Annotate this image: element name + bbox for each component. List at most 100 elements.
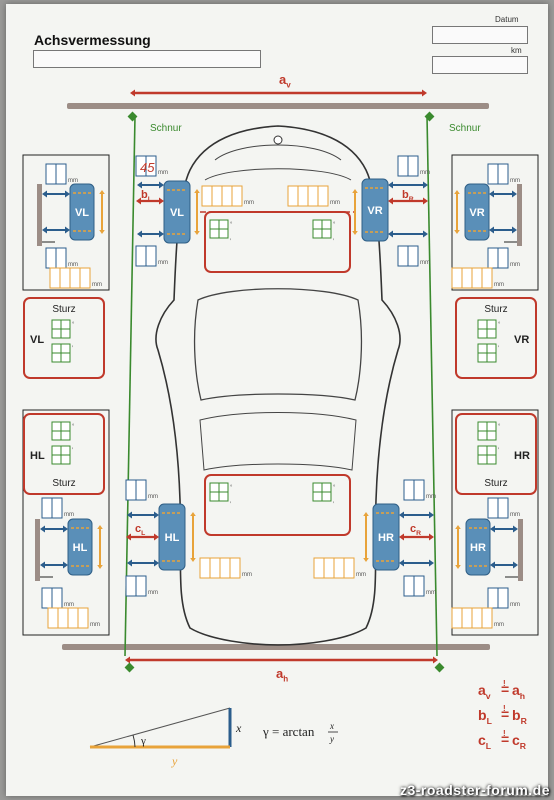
name-field[interactable] xyxy=(33,50,261,68)
vl-toe-box[interactable] xyxy=(231,185,243,207)
km-field[interactable] xyxy=(432,56,528,74)
side-box[interactable] xyxy=(55,163,67,185)
hl-toe-box[interactable] xyxy=(229,557,241,579)
hr-rear-box[interactable] xyxy=(403,575,415,597)
vl-rear-box[interactable] xyxy=(135,245,147,267)
hr-toe-box[interactable] xyxy=(343,557,355,579)
vl-toe-box[interactable] xyxy=(211,185,223,207)
side-box[interactable] xyxy=(471,267,483,289)
side-box[interactable] xyxy=(497,587,509,609)
hr-front-box[interactable] xyxy=(403,479,415,501)
side-box[interactable] xyxy=(487,497,499,519)
sturz-vr-min-box[interactable] xyxy=(486,343,497,354)
side-box[interactable] xyxy=(481,267,493,289)
sturz-hr-min-box[interactable] xyxy=(477,445,488,456)
sturz-vl-min-box[interactable] xyxy=(60,343,71,354)
rear-toe-right-box[interactable] xyxy=(312,491,323,502)
sturz-hr-min-box[interactable] xyxy=(486,445,497,456)
hl-rear-box[interactable] xyxy=(135,575,147,597)
vl-toe-box[interactable] xyxy=(201,185,213,207)
side-box[interactable] xyxy=(487,163,499,185)
side-box[interactable] xyxy=(47,607,59,629)
sturz-vr-deg-box[interactable] xyxy=(477,319,488,330)
hl-front-box[interactable] xyxy=(125,479,137,501)
hr-rear-box[interactable] xyxy=(413,575,425,597)
datum-field[interactable] xyxy=(432,26,528,44)
side-box[interactable] xyxy=(79,267,91,289)
sturz-vl-deg-box[interactable] xyxy=(51,319,62,330)
side-box[interactable] xyxy=(497,247,509,269)
sturz-hl-min-box[interactable] xyxy=(51,445,62,456)
rear-toe-right-box[interactable] xyxy=(321,491,332,502)
sturz-hl-min-box[interactable] xyxy=(51,454,62,465)
sturz-hr-deg-box[interactable] xyxy=(486,421,497,432)
front-toe-right-box[interactable] xyxy=(321,219,332,230)
side-box[interactable] xyxy=(497,163,509,185)
side-box[interactable] xyxy=(451,267,463,289)
side-box[interactable] xyxy=(41,497,53,519)
side-box[interactable] xyxy=(45,247,57,269)
side-box[interactable] xyxy=(45,163,57,185)
sturz-hl-deg-box[interactable] xyxy=(51,430,62,441)
vr-toe-box[interactable] xyxy=(317,185,329,207)
hl-toe-box[interactable] xyxy=(219,557,231,579)
sturz-vl-min-box[interactable] xyxy=(60,352,71,363)
vr-rear-box[interactable] xyxy=(397,245,409,267)
side-box[interactable] xyxy=(55,247,67,269)
sturz-hl-deg-box[interactable] xyxy=(51,421,62,432)
sturz-vr-deg-box[interactable] xyxy=(486,319,497,330)
side-box[interactable] xyxy=(51,497,63,519)
rear-toe-left-box[interactable] xyxy=(209,491,220,502)
rear-toe-left-box[interactable] xyxy=(218,491,229,502)
hl-front-box[interactable] xyxy=(135,479,147,501)
side-box[interactable] xyxy=(67,607,79,629)
sturz-hl-min-box[interactable] xyxy=(60,445,71,456)
vl-toe-box[interactable] xyxy=(221,185,233,207)
sturz-hl-deg-box[interactable] xyxy=(60,421,71,432)
front-toe-left-box[interactable] xyxy=(218,228,229,239)
vr-front-box[interactable] xyxy=(407,155,419,177)
sturz-vr-min-box[interactable] xyxy=(477,343,488,354)
side-box[interactable] xyxy=(49,267,61,289)
hl-rear-box[interactable] xyxy=(125,575,137,597)
sturz-vr-deg-box[interactable] xyxy=(486,328,497,339)
hl-toe-box[interactable] xyxy=(209,557,221,579)
rear-toe-right-box[interactable] xyxy=(321,482,332,493)
vr-front-box[interactable] xyxy=(397,155,409,177)
rear-toe-left-box[interactable] xyxy=(209,482,220,493)
side-box[interactable] xyxy=(69,267,81,289)
sturz-vr-deg-box[interactable] xyxy=(477,328,488,339)
sturz-vl-min-box[interactable] xyxy=(51,343,62,354)
front-toe-left-box[interactable] xyxy=(218,219,229,230)
sturz-vl-deg-box[interactable] xyxy=(51,328,62,339)
sturz-vl-deg-box[interactable] xyxy=(60,319,71,330)
vl-rear-box[interactable] xyxy=(145,245,157,267)
sturz-vr-min-box[interactable] xyxy=(486,352,497,363)
sturz-vl-deg-box[interactable] xyxy=(60,328,71,339)
front-toe-right-box[interactable] xyxy=(321,228,332,239)
sturz-hr-min-box[interactable] xyxy=(486,454,497,465)
sturz-vl-min-box[interactable] xyxy=(51,352,62,363)
side-box[interactable] xyxy=(51,587,63,609)
side-box[interactable] xyxy=(59,267,71,289)
rear-toe-left-box[interactable] xyxy=(218,482,229,493)
sturz-hr-min-box[interactable] xyxy=(477,454,488,465)
side-box[interactable] xyxy=(481,607,493,629)
vr-toe-box[interactable] xyxy=(297,185,309,207)
vl-front-box[interactable] xyxy=(145,155,157,177)
sturz-hl-deg-box[interactable] xyxy=(60,430,71,441)
sturz-hl-min-box[interactable] xyxy=(60,454,71,465)
rear-toe-right-box[interactable] xyxy=(312,482,323,493)
side-box[interactable] xyxy=(471,607,483,629)
sturz-hr-deg-box[interactable] xyxy=(477,421,488,432)
front-toe-left-box[interactable] xyxy=(209,228,220,239)
side-box[interactable] xyxy=(461,267,473,289)
front-toe-right-box[interactable] xyxy=(312,219,323,230)
side-box[interactable] xyxy=(451,607,463,629)
hr-toe-box[interactable] xyxy=(323,557,335,579)
vr-toe-box[interactable] xyxy=(307,185,319,207)
hr-toe-box[interactable] xyxy=(333,557,345,579)
hr-front-box[interactable] xyxy=(413,479,425,501)
hl-toe-box[interactable] xyxy=(199,557,211,579)
side-box[interactable] xyxy=(487,587,499,609)
